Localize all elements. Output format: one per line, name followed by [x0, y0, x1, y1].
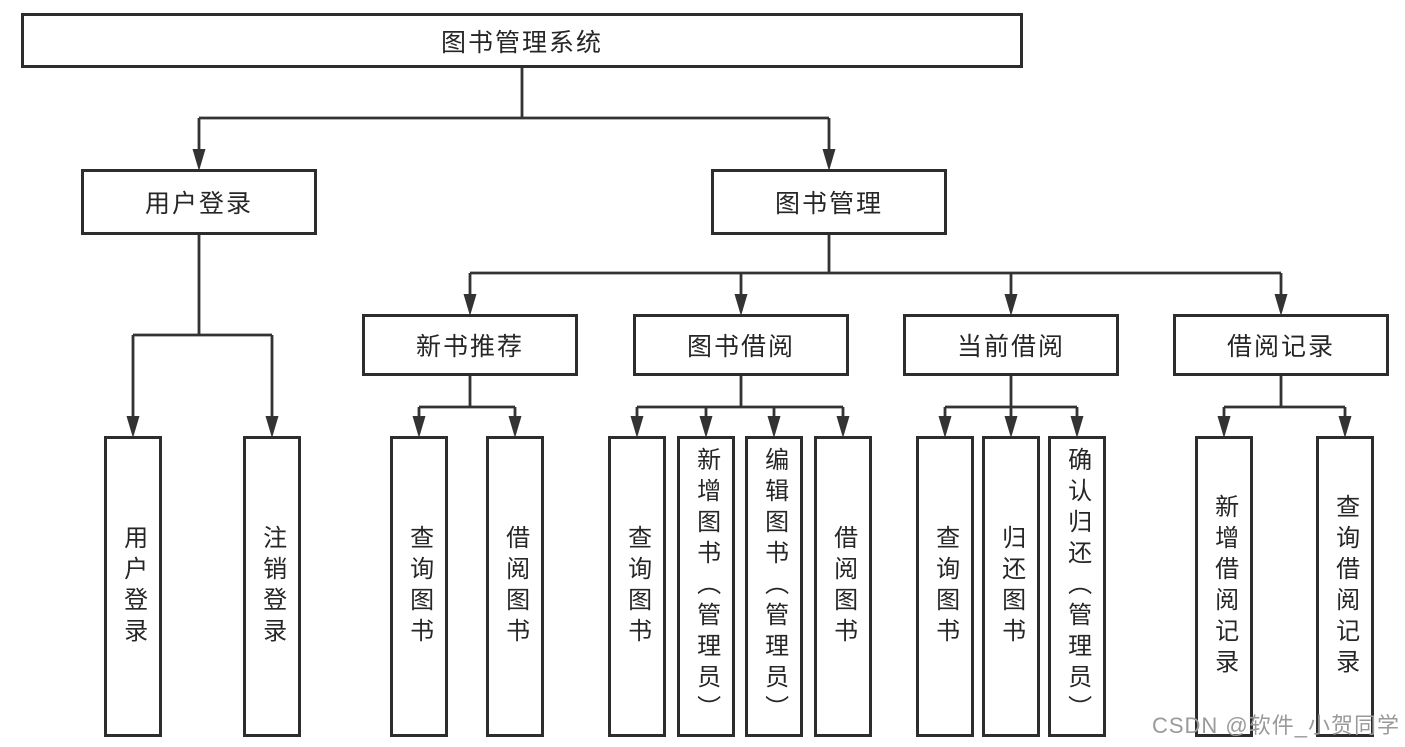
leaf-add-borrow-record: 新增借阅记录 — [1195, 436, 1253, 737]
leaf-edit-book-admin: 编辑图书（管理员） — [745, 436, 803, 737]
arrow-icon — [836, 416, 850, 438]
leaf-logout: 注销登录 — [243, 436, 301, 737]
arrow-icon — [699, 416, 713, 438]
leaf-confirm-return-admin: 确认归还（管理员） — [1048, 436, 1106, 737]
arrow-icon — [734, 294, 748, 316]
arrow-icon — [192, 149, 206, 171]
node-user-login: 用户登录 — [81, 169, 317, 235]
node-book-borrow: 图书借阅 — [633, 314, 849, 376]
arrow-icon — [1338, 416, 1352, 438]
arrow-icon — [822, 149, 836, 171]
connector-path — [131, 68, 1347, 417]
leaf-query-borrow-record: 查询借阅记录 — [1316, 436, 1374, 737]
node-library-system: 图书管理系统 — [21, 13, 1023, 68]
arrow-icon — [126, 416, 140, 438]
leaf-return-books: 归还图书 — [982, 436, 1040, 737]
arrowheads — [126, 149, 1352, 438]
node-borrow-record: 借阅记录 — [1173, 314, 1389, 376]
arrow-icon — [412, 416, 426, 438]
arrow-icon — [463, 294, 477, 316]
node-current-borrow: 当前借阅 — [903, 314, 1119, 376]
arrow-icon — [1217, 416, 1231, 438]
leaf-query-books: 查询图书 — [608, 436, 666, 737]
arrow-icon — [1070, 416, 1084, 438]
leaf-query-books: 查询图书 — [390, 436, 448, 737]
arrow-icon — [1004, 416, 1018, 438]
node-book-management: 图书管理 — [711, 169, 947, 235]
arrow-icon — [630, 416, 644, 438]
arrow-icon — [1004, 294, 1018, 316]
leaf-borrow-books: 借阅图书 — [486, 436, 544, 737]
leaf-add-book-admin: 新增图书（管理员） — [677, 436, 735, 737]
arrow-icon — [508, 416, 522, 438]
arrow-icon — [938, 416, 952, 438]
leaf-borrow-books: 借阅图书 — [814, 436, 872, 737]
arrow-icon — [767, 416, 781, 438]
arrow-icon — [1274, 294, 1288, 316]
csdn-watermark: CSDN @软件_小贺同学 — [1151, 713, 1400, 738]
node-new-book-recommend: 新书推荐 — [362, 314, 578, 376]
leaf-query-books: 查询图书 — [916, 436, 974, 737]
leaf-user-login: 用户登录 — [104, 436, 162, 737]
arrow-icon — [265, 416, 279, 438]
